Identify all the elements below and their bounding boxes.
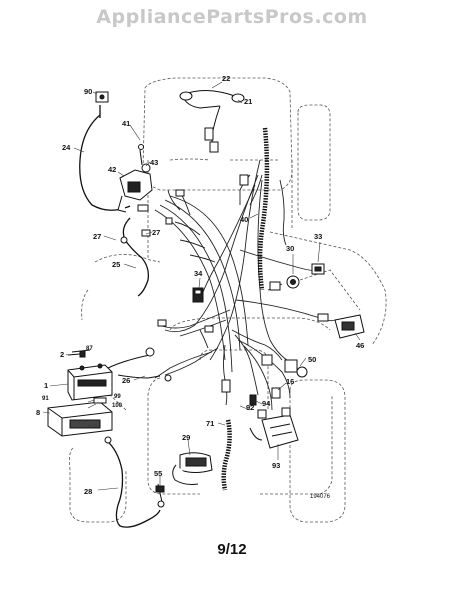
switch-34 (192, 287, 204, 303)
callout-40: 40 (240, 215, 248, 224)
leader-lines (42, 81, 361, 491)
callout-2: 2 (60, 350, 64, 359)
wire-24 (79, 105, 131, 211)
headlight-harness (179, 90, 245, 153)
callout-21: 21 (244, 97, 252, 106)
wire-25 (122, 217, 150, 297)
callout-50: 50 (308, 355, 316, 364)
ignition-switch (117, 144, 153, 213)
figure-code: 194076 (310, 494, 331, 500)
callout-87: 87 (86, 346, 93, 352)
callout-8: 8 (36, 408, 40, 417)
callout-46: 46 (356, 341, 364, 350)
bolt-2 (67, 350, 86, 358)
module-93 (249, 407, 299, 449)
callout-26: 26 (122, 376, 130, 385)
callout-25: 25 (112, 260, 120, 269)
harness-wires (154, 159, 336, 411)
component-29 (172, 452, 213, 485)
callout-28: 28 (84, 487, 92, 496)
bracket-90 (95, 91, 109, 103)
callout-55: 55 (154, 469, 162, 478)
callout-27a: 27 (93, 232, 101, 241)
battery-assembly (47, 349, 113, 444)
callout-22: 22 (222, 74, 230, 83)
ground-lug-55 (155, 483, 165, 508)
switch-50 (284, 359, 308, 378)
callout-71: 71 (206, 419, 214, 428)
coiled-conduit-71 (221, 419, 232, 491)
callout-94: 94 (262, 399, 271, 408)
page-number: 9/12 (217, 541, 247, 558)
callout-42: 42 (108, 165, 116, 174)
connector-30-33 (286, 263, 325, 289)
callout-90: 90 (84, 87, 92, 96)
module-46 (334, 314, 365, 339)
callout-29: 29 (182, 433, 190, 442)
callout-100: 100 (112, 403, 123, 409)
connectors-16-94-92 (221, 354, 281, 419)
coiled-conduit-40 (257, 127, 270, 291)
wire-28 (105, 439, 161, 528)
callouts: 90 41 24 42 43 27 27 25 22 21 40 30 33 3… (36, 74, 364, 500)
callout-92: 92 (246, 403, 254, 412)
callout-91: 91 (42, 396, 49, 402)
callout-99: 99 (114, 394, 121, 400)
harness-connectors (120, 174, 329, 382)
callout-43: 43 (150, 158, 158, 167)
callout-33: 33 (314, 232, 322, 241)
callout-93: 93 (272, 461, 280, 470)
callout-27b: 27 (152, 228, 160, 237)
wire-26 (107, 354, 161, 379)
callout-34: 34 (194, 269, 203, 278)
watermark: AppliancePartsPros.com (96, 6, 368, 28)
callout-16: 16 (286, 377, 294, 386)
callout-24: 24 (62, 143, 71, 152)
callout-30: 30 (286, 244, 294, 253)
callout-1: 1 (44, 381, 48, 390)
callout-41: 41 (122, 119, 130, 128)
tractor-outline (69, 77, 387, 523)
